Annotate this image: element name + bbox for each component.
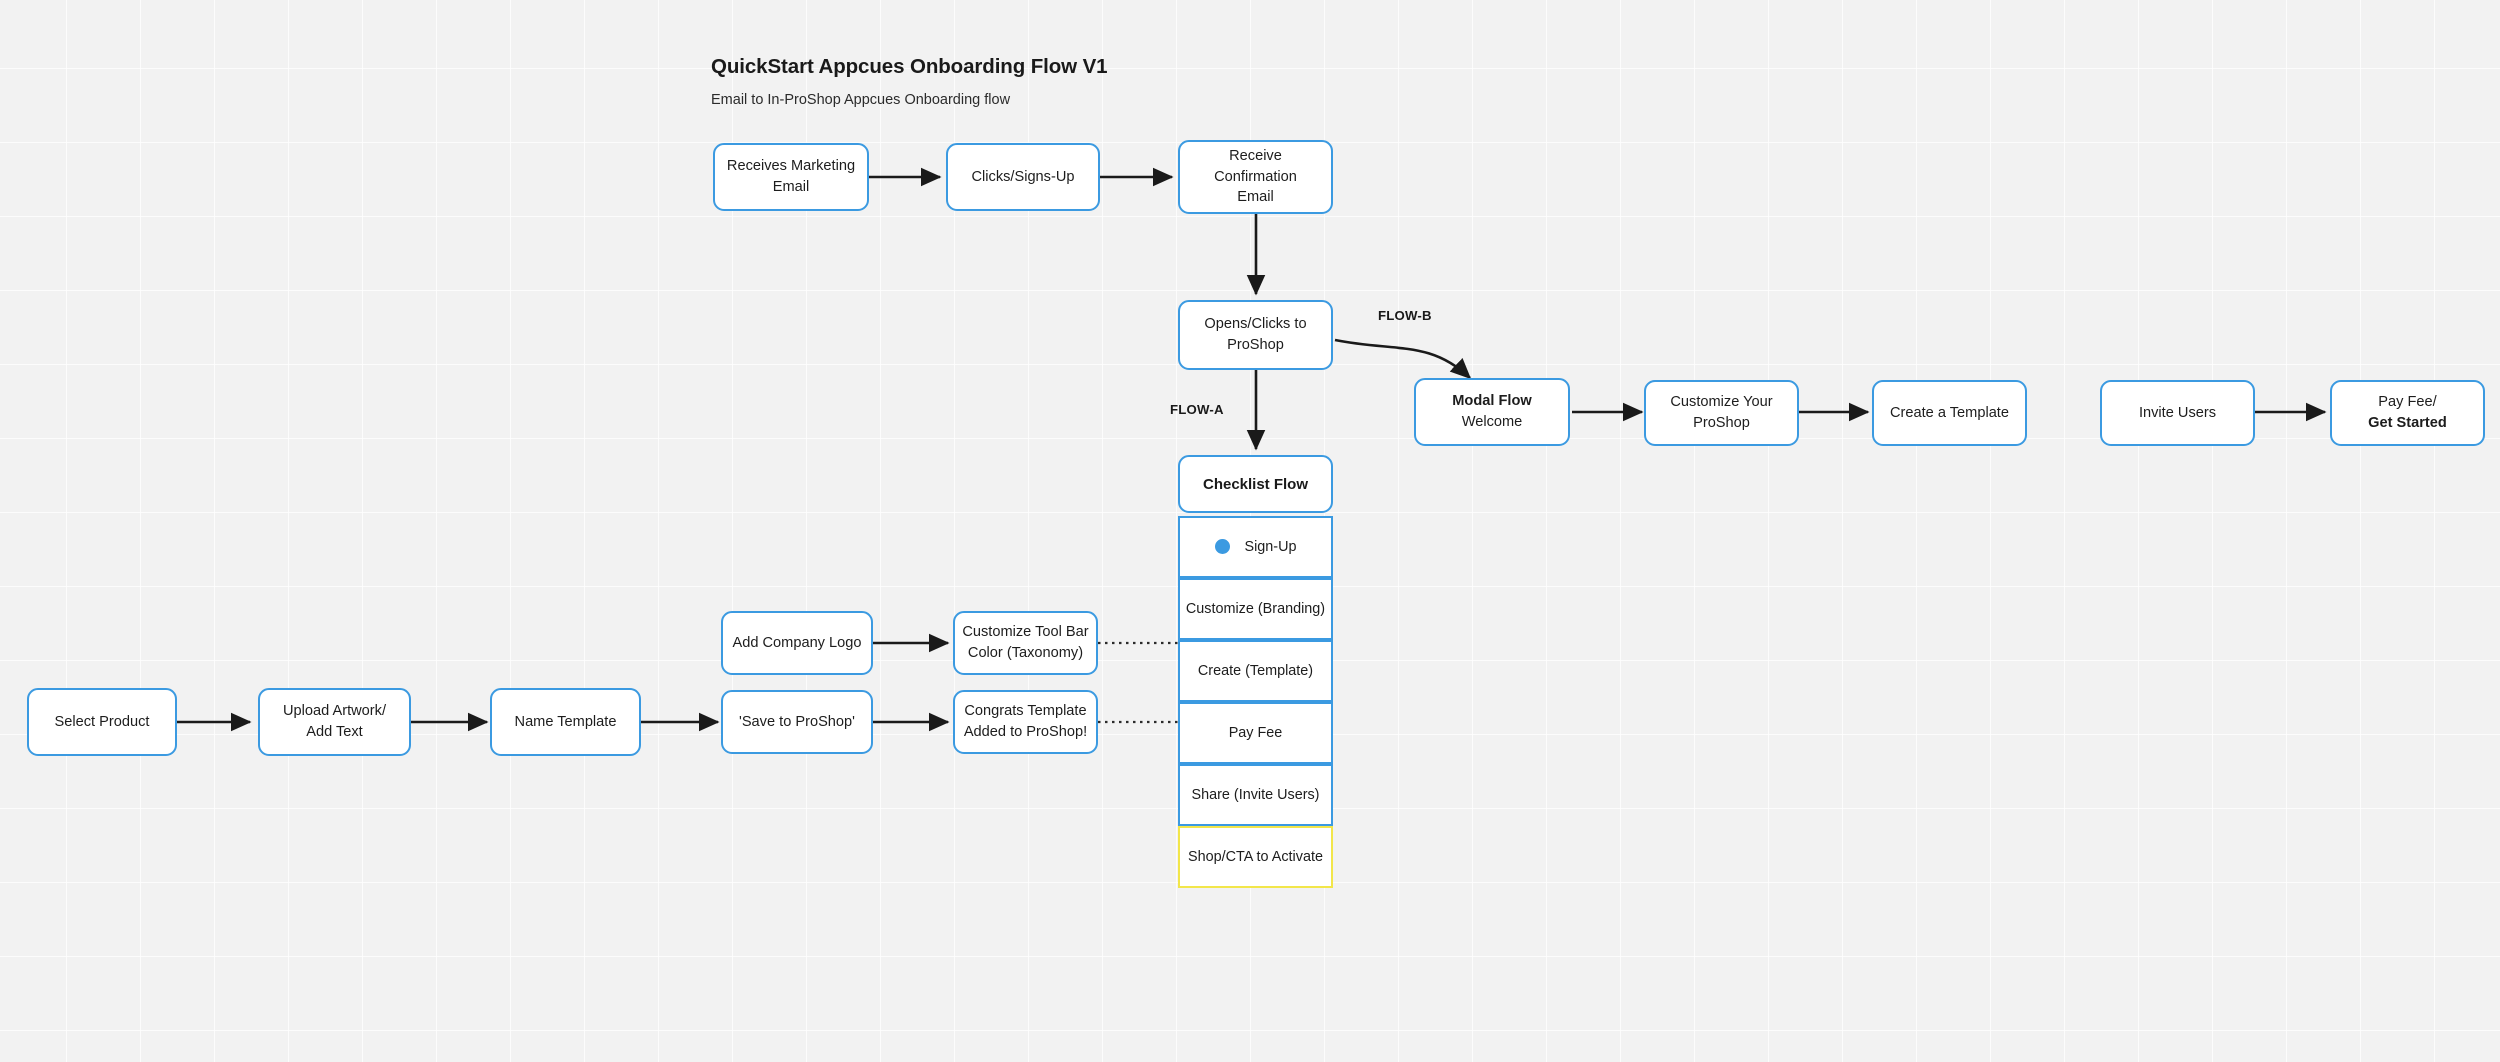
node-line-2: Color (Taxonomy) bbox=[967, 645, 1084, 661]
node-label: Create a Template bbox=[1890, 404, 2009, 421]
node-line-1: Receive Confirmation bbox=[1214, 147, 1297, 185]
node-add-company-logo[interactable]: Add Company Logo bbox=[721, 611, 873, 675]
node-select-product[interactable]: Select Product bbox=[27, 688, 177, 756]
arrow-opens-to-modal bbox=[1334, 338, 1472, 380]
label-flow-a: FLOW-A bbox=[1170, 402, 1224, 417]
checklist-item-sign-up[interactable]: Sign-Up bbox=[1178, 516, 1333, 578]
node-clicks-signs-up[interactable]: Clicks/Signs-Up bbox=[946, 143, 1100, 211]
node-label: Add Company Logo bbox=[732, 634, 862, 651]
node-label: 'Save to ProShop' bbox=[739, 713, 855, 730]
checklist-item-pay-fee[interactable]: Pay Fee bbox=[1178, 702, 1333, 764]
checklist-item-label: Sign-Up bbox=[1244, 538, 1297, 555]
checklist-item-share-invite-users[interactable]: Share (Invite Users) bbox=[1178, 764, 1333, 826]
checklist-item-line-1: Share bbox=[1191, 786, 1230, 803]
node-line-2: Email bbox=[772, 179, 810, 195]
node-modal-flow-welcome[interactable]: Modal Flow Welcome bbox=[1414, 378, 1570, 446]
page-subtitle: Email to In-ProShop Appcues Onboarding f… bbox=[711, 92, 1011, 108]
node-line-1: Customize Tool Bar bbox=[962, 624, 1089, 641]
checklist-item-label: Pay Fee bbox=[1228, 724, 1283, 741]
checklist-item-shop-cta-to-activate[interactable]: Shop/CTA to Activate bbox=[1178, 826, 1333, 888]
node-line-2: Welcome bbox=[1461, 414, 1523, 430]
node-customize-tool-bar-color[interactable]: Customize Tool Bar Color (Taxonomy) bbox=[953, 611, 1098, 675]
node-opens-clicks-to-proshop[interactable]: Opens/Clicks to ProShop bbox=[1178, 300, 1333, 370]
node-label: Clicks/Signs-Up bbox=[971, 168, 1075, 185]
checklist-flow-heading[interactable]: Checklist Flow bbox=[1178, 455, 1333, 513]
checklist-item-label: Create (Template) bbox=[1197, 662, 1314, 679]
node-line-1: Pay Fee/ bbox=[2378, 394, 2437, 411]
checklist-item-customize-branding[interactable]: Customize (Branding) bbox=[1178, 578, 1333, 640]
checklist-item-create-template[interactable]: Create (Template) bbox=[1178, 640, 1333, 702]
node-line-2: Add Text bbox=[306, 724, 363, 740]
node-line-1: Modal Flow bbox=[1452, 393, 1532, 410]
node-line-2: ProShop bbox=[1227, 337, 1284, 353]
checklist-item-label: Customize (Branding) bbox=[1185, 600, 1326, 617]
node-congrats-template-added[interactable]: Congrats Template Added to ProShop! bbox=[953, 690, 1098, 754]
checklist-heading-label: Checklist Flow bbox=[1202, 475, 1309, 493]
checklist-item-label: Shop/CTA to Activate bbox=[1188, 848, 1323, 865]
node-line-1: Opens/Clicks to bbox=[1204, 316, 1307, 333]
label-flow-b: FLOW-B bbox=[1378, 308, 1432, 323]
node-invite-users[interactable]: Invite Users bbox=[2100, 380, 2255, 446]
checklist-item-line-2: (Invite Users) bbox=[1233, 786, 1320, 803]
node-line-2: ProShop bbox=[1693, 415, 1750, 431]
node-name-template[interactable]: Name Template bbox=[490, 688, 641, 756]
page-title: QuickStart Appcues Onboarding Flow V1 bbox=[711, 55, 1108, 78]
status-dot-icon bbox=[1214, 539, 1230, 555]
node-create-a-template[interactable]: Create a Template bbox=[1872, 380, 2027, 446]
node-customize-your-proshop[interactable]: Customize Your ProShop bbox=[1644, 380, 1799, 446]
node-save-to-proshop[interactable]: 'Save to ProShop' bbox=[721, 690, 873, 754]
node-receive-confirmation-email[interactable]: Receive Confirmation Email bbox=[1178, 140, 1333, 214]
node-line-2: Email bbox=[1237, 189, 1274, 206]
node-receives-marketing-email[interactable]: Receives Marketing Email bbox=[713, 143, 869, 211]
node-line-1: Upload Artwork/ bbox=[282, 703, 386, 720]
node-line-1: Receives Marketing bbox=[726, 158, 856, 175]
node-line-2: Get Started bbox=[2368, 415, 2447, 431]
node-label: Invite Users bbox=[2138, 404, 2217, 421]
node-label: Select Product bbox=[54, 713, 150, 730]
node-upload-artwork-add-text[interactable]: Upload Artwork/ Add Text bbox=[258, 688, 411, 756]
node-line-1: Congrats Template bbox=[964, 703, 1087, 720]
node-line-1: Customize Your bbox=[1670, 394, 1773, 411]
node-line-2: Added to ProShop! bbox=[963, 724, 1088, 740]
node-pay-fee-get-started[interactable]: Pay Fee/ Get Started bbox=[2330, 380, 2485, 446]
node-label: Name Template bbox=[514, 713, 617, 730]
